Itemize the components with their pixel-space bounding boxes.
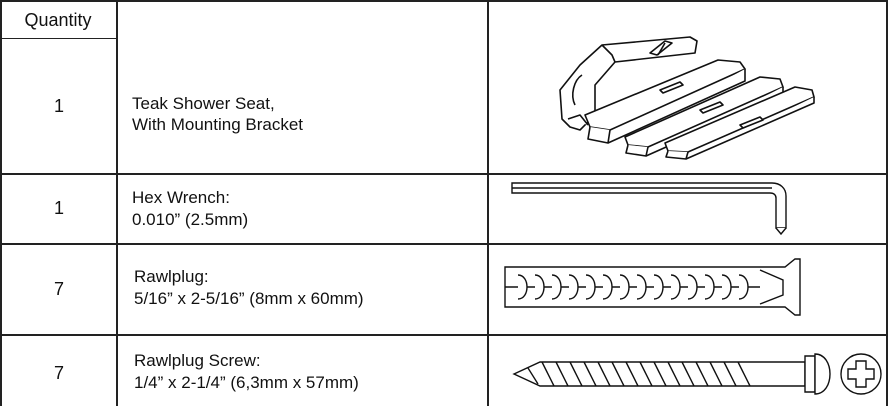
row-3-desc-line1: Rawlplug:	[134, 267, 209, 286]
row-1-quantity: 1	[53, 96, 64, 116]
row-4-desc-line2: 1/4” x 2-1/4” (6,3mm x 57mm)	[134, 373, 359, 392]
row-2-desc-line1: Hex Wrench:	[132, 188, 230, 207]
row-4-desc-line1: Rawlplug Screw:	[134, 351, 261, 370]
row-3-quantity: 7	[53, 279, 64, 299]
rawlplug-drawing	[500, 255, 820, 327]
teak-seat-drawing	[540, 35, 840, 160]
row-4-quantity: 7	[53, 363, 64, 383]
row-3-desc-line2: 5/16” x 2-5/16” (8mm x 60mm)	[134, 289, 364, 308]
row-2-quantity: 1	[53, 198, 64, 218]
hex-wrench-drawing	[510, 178, 800, 240]
row-2-desc-line2: 0.010” (2.5mm)	[132, 210, 249, 229]
row-1-desc-line1: Teak Shower Seat,	[132, 94, 275, 113]
quantity-header: Quantity	[24, 9, 92, 30]
row-1-desc-line2: With Mounting Bracket	[132, 115, 304, 134]
screw-drawing	[500, 342, 886, 404]
